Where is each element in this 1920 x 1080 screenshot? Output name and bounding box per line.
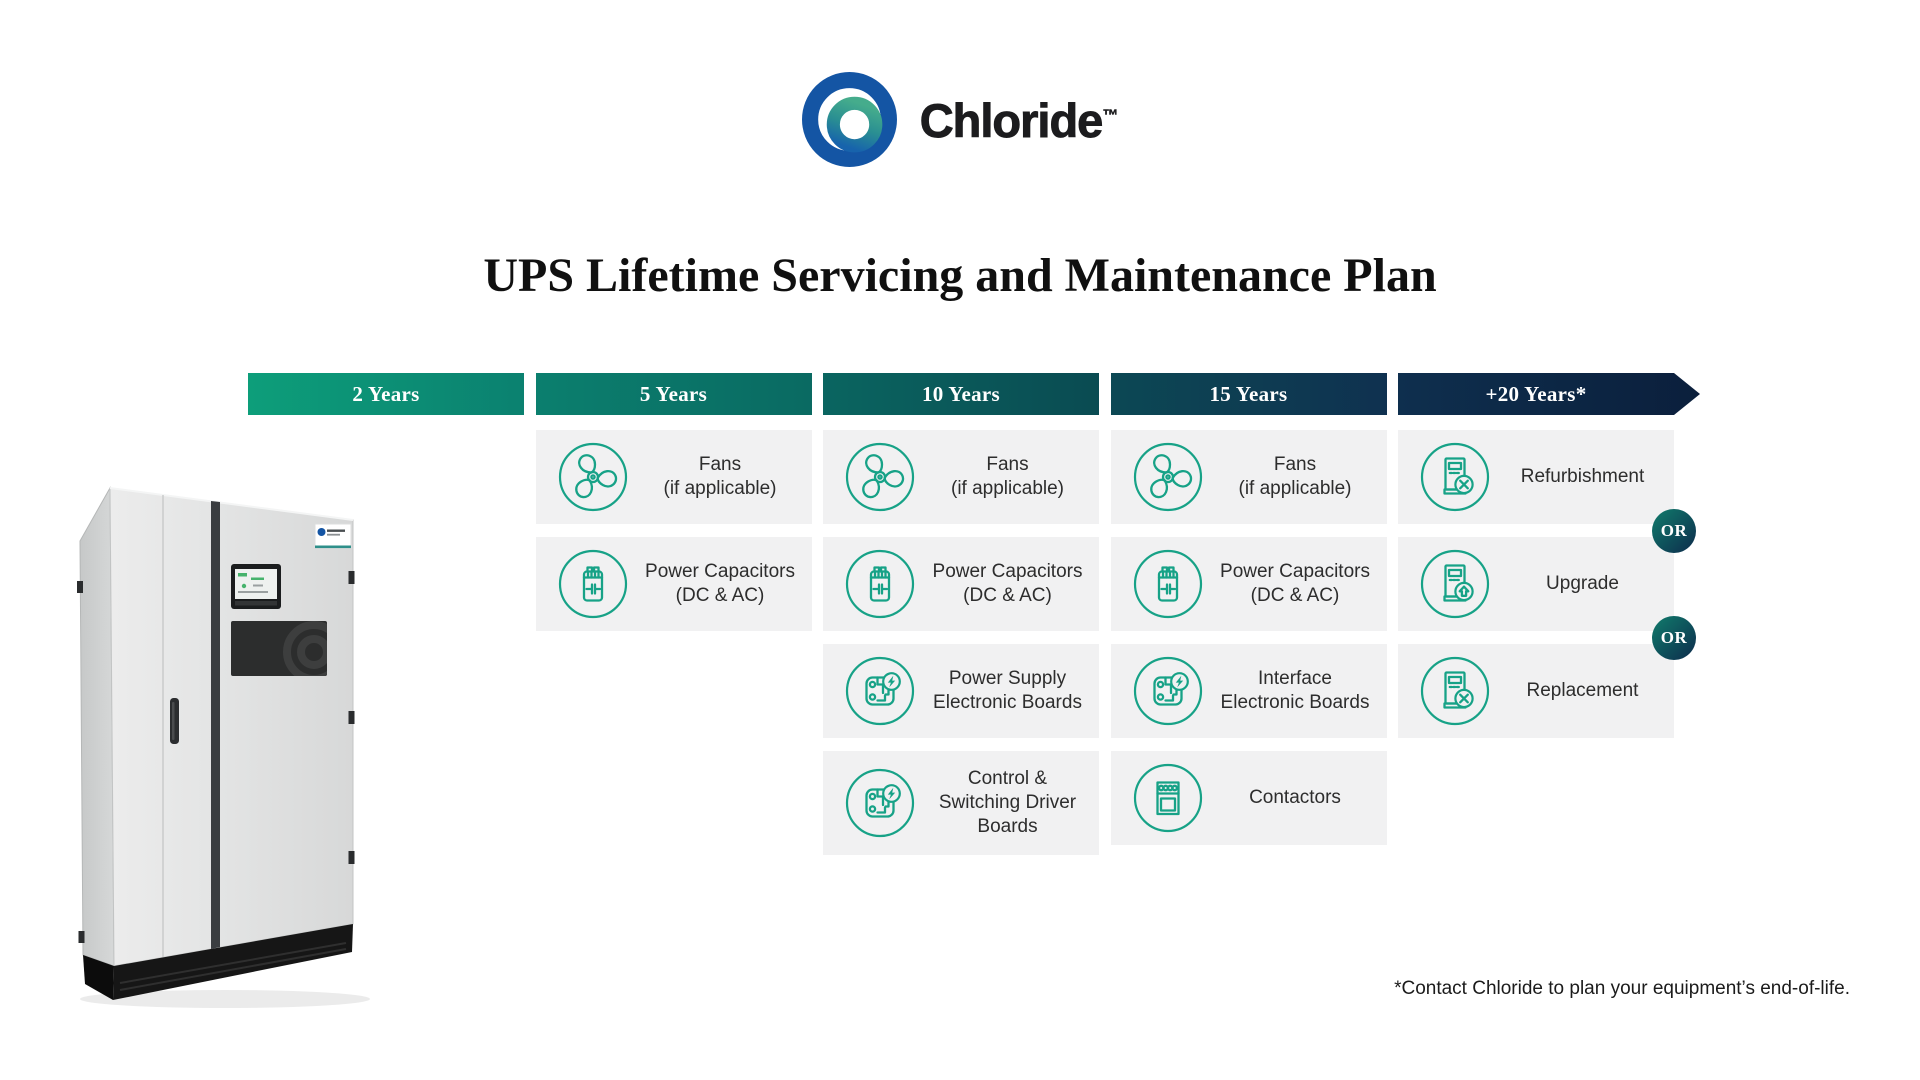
service-card-label: Power Capacitors(DC & AC) [645,561,795,606]
service-column-10-years: Fans(if applicable) Power Capacitors(DC … [823,430,1099,855]
circuit-board-icon [1132,655,1204,727]
service-card: Contactors [1110,751,1387,845]
capacitor-icon [557,548,629,620]
service-card-label: Power Capacitors(DC & AC) [1220,561,1370,606]
circuit-board-icon [844,655,916,727]
service-card: Fans(if applicable) [1110,430,1387,524]
service-card-label: Contactors [1249,787,1341,808]
or-badge: OR [1652,615,1696,660]
chloride-logo-icon [801,71,898,168]
brand-header: Chloride™ [0,68,1920,172]
timeline-segment-label: 5 Years [639,381,708,406]
service-column-20-years: Refurbishment Upgrade Replacement OR OR [1398,430,1696,738]
timeline-segment-20-years: +20 Years* [1398,373,1700,415]
service-card-label: Fans(if applicable) [1238,454,1352,499]
service-card-label: Fans(if applicable) [951,454,1064,499]
timeline-segment-5-years: 5 Years [535,373,812,415]
timeline-segment-label: 2 Years [352,381,420,406]
trademark-symbol: ™ [1102,106,1119,124]
capacitor-icon [1132,548,1204,620]
service-card: Power Capacitors(DC & AC) [535,537,812,631]
fan-icon [844,441,916,513]
service-card: Power Capacitors(DC & AC) [1110,537,1387,631]
timeline-segment-10-years: 10 Years [823,373,1099,415]
brand-wordmark: Chloride™ [919,93,1119,148]
or-badge: OR [1652,508,1696,553]
service-card: Refurbishment [1398,430,1674,524]
service-card-label: Refurbishment [1520,466,1645,487]
service-column-5-years: Fans(if applicable) Power Capacitors(DC … [535,430,812,631]
fan-icon [557,441,629,513]
ups-cabinet-image [60,485,370,1015]
cabinet-service-icon [1419,655,1491,727]
contactor-icon [1132,762,1204,834]
timeline-segment-15-years: 15 Years [1110,373,1387,415]
cabinet-service-icon [1419,441,1491,513]
timeline-segment-label: 10 Years [921,381,1001,406]
service-card-label: Fans(if applicable) [663,454,777,499]
service-card-label: Power Capacitors(DC & AC) [932,561,1083,606]
capacitor-icon [844,548,916,620]
service-card-label: Replacement [1526,680,1639,701]
timeline-segment-label: 15 Years [1209,381,1288,406]
service-column-15-years: Fans(if applicable) Power Capacitors(DC … [1110,430,1387,845]
service-card-label: Upgrade [1546,573,1619,594]
service-card: Replacement [1398,644,1674,738]
service-card: Fans(if applicable) [823,430,1099,524]
footnote: *Contact Chloride to plan your equipment… [1394,978,1850,999]
fan-icon [1132,441,1204,513]
timeline-segment-label: +20 Years* [1485,381,1587,406]
circuit-board-icon [844,767,916,839]
service-card: Power Capacitors(DC & AC) [823,537,1099,631]
service-card: Fans(if applicable) [535,430,812,524]
brand-name: Chloride [919,93,1104,147]
service-card: Upgrade [1398,537,1674,631]
timeline-segment-2-years: 2 Years [248,373,524,415]
page-title: UPS Lifetime Servicing and Maintenance P… [483,249,1437,302]
cabinet-upgrade-icon [1419,548,1491,620]
